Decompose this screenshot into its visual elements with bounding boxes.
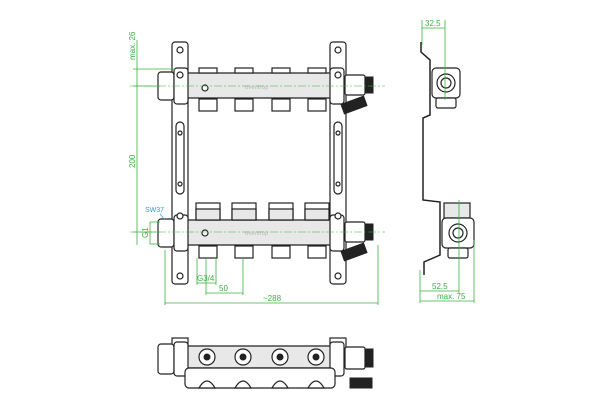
dim-200: 200: [128, 154, 137, 168]
logo-text: oventrop: [245, 85, 269, 91]
dim-max-26: max. 26: [128, 31, 137, 60]
bottom-view: [157, 337, 374, 389]
inlet-nut: [157, 218, 175, 248]
dim-52-5: 52.5: [432, 282, 448, 291]
dimensions-front: max. 26 200 G1 SW37 G3/4 50 ~288: [128, 31, 379, 305]
logo-text: oventrop: [245, 231, 269, 237]
dim-288: ~288: [263, 294, 282, 303]
dim-32-5: 32.5: [425, 19, 441, 28]
dim-max-75: max. 75: [437, 292, 466, 301]
bracket-profile: [420, 42, 441, 275]
handwheels: [195, 202, 330, 221]
dim-g1: G1: [141, 227, 150, 238]
dim-g3-4: G3/4: [197, 274, 215, 283]
supply-outlets: [198, 67, 327, 112]
front-view: oventrop oventrop: [128, 31, 385, 305]
dim-50: 50: [219, 284, 228, 293]
return-bar: oventrop: [157, 202, 374, 262]
side-view: 32.5 52.5 max. 75: [419, 19, 475, 303]
dim-sw37: SW37: [145, 207, 164, 214]
bottom-outlets: [197, 348, 326, 389]
